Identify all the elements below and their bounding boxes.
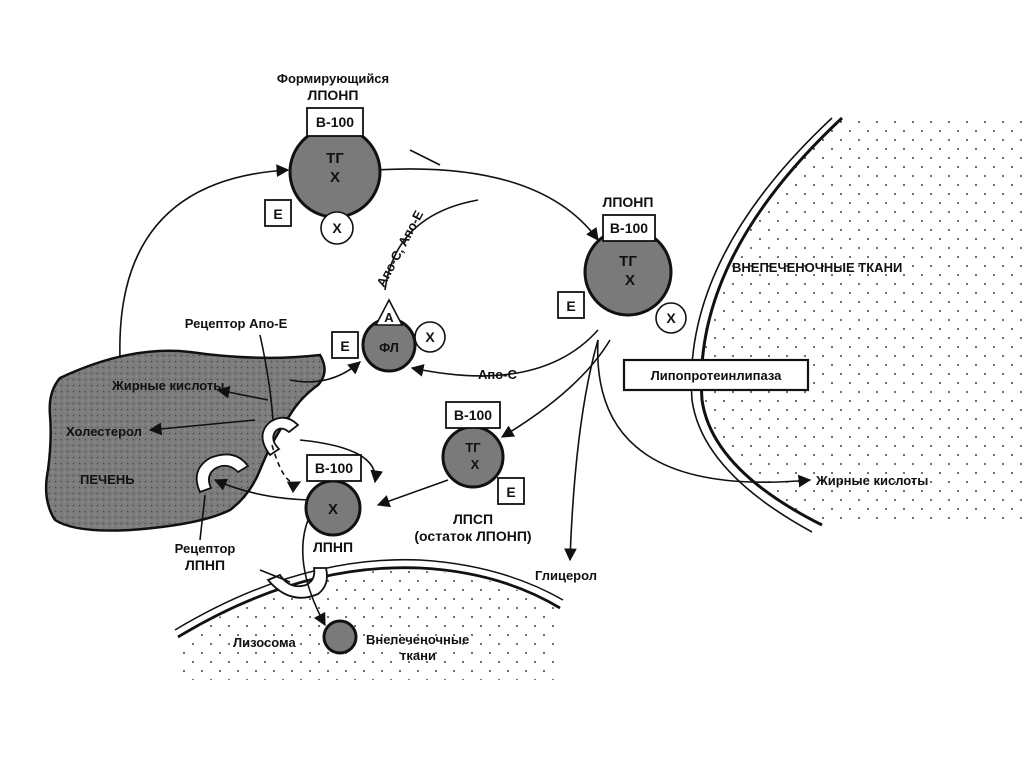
hdl-a-text: А: [384, 310, 394, 325]
nascent-vldl-particle: В-100 ТГ Х Е Х: [264, 107, 382, 245]
nascent-e-text: Е: [273, 206, 282, 222]
lysosome-ball: [322, 619, 358, 655]
idl-b100-text: В-100: [454, 407, 492, 423]
hdl-e-text: Е: [340, 338, 349, 354]
hdl-particle: А ФЛ Е Х: [331, 298, 446, 373]
idl-label-1: ЛПСП: [453, 511, 493, 527]
forming-vldl-label-1: Формирующийся: [277, 71, 389, 86]
lipoprotein-lipase-label: Липопротеинлипаза: [651, 368, 783, 383]
hdl-a-cap: [374, 298, 404, 326]
right-fatty-acids-label: Жирные кислоты: [815, 473, 928, 488]
idl-e-box: [497, 477, 525, 505]
nascent-x-circle: [320, 211, 354, 245]
extrahepatic-tissues-label: ВНЕПЕЧЕНОЧНЫЕ ТКАНИ: [732, 260, 902, 275]
nascent-tg-text: ТГ: [326, 150, 344, 167]
ldl-label: ЛПНП: [313, 539, 353, 555]
liver-fatty-acids-label: Жирные кислоты: [111, 378, 224, 393]
apo-c-label: Апо-С: [478, 367, 518, 382]
ldl-receptor-label-2: ЛПНП: [185, 557, 225, 573]
extrahepatic-tissue-large: [690, 116, 1024, 533]
ldl-receptor-shape-tissue: [266, 567, 328, 599]
idl-e-text: Е: [506, 484, 515, 500]
vldl-e-box: [557, 291, 585, 319]
idl-particle: В-100 ТГ Х Е: [441, 401, 525, 505]
nascent-b100-text: В-100: [316, 114, 354, 130]
ldl-x-text: Х: [328, 501, 338, 518]
nascent-b100-box: [306, 107, 364, 137]
liver: [44, 349, 326, 532]
idl-b100-box: [445, 401, 501, 429]
vldl-b100-box: [602, 214, 656, 242]
ldl-b100-text: В-100: [315, 460, 353, 476]
apo-e-receptor-label: Рецептор Апо-Е: [185, 316, 288, 331]
apo-c-apo-e-label: Апо-С, Апо-Е: [373, 208, 426, 290]
liver-label: ПЕЧЕНЬ: [80, 472, 135, 487]
vldl-e-text: Е: [566, 298, 575, 314]
vldl-x-text: Х: [625, 272, 635, 289]
hdl-e-box: [331, 331, 359, 359]
forming-vldl-label-2: ЛПОНП: [308, 87, 359, 103]
apo-e-receptor-shape: [261, 416, 300, 457]
ldl-receptor-label-1: Рецептор: [175, 541, 236, 556]
lipoprotein-lipase-box: [622, 358, 810, 392]
ldl-particle: В-100 Х: [304, 454, 362, 537]
vldl-tg-text: ТГ: [619, 253, 637, 270]
ldl-receptor-shape-liver: [195, 453, 250, 494]
idl-x-text: Х: [471, 457, 480, 472]
cholesterol-label: Холестерол: [66, 424, 142, 439]
extrahepatic-tissue-small: [174, 558, 564, 680]
vldl-b100-text: В-100: [610, 220, 648, 236]
glycerol-label: Глицерол: [535, 568, 597, 583]
ldl-b100-box: [306, 454, 362, 482]
vldl-x-small-text: Х: [666, 310, 676, 326]
vldl-label: ЛПОНП: [603, 194, 654, 210]
connectors: [119, 149, 812, 627]
extrahepatic-small-label-1: Внепеченочные: [366, 632, 469, 647]
hdl-x-circle: [414, 321, 446, 353]
vldl-x-circle: [655, 302, 687, 334]
idl-label-2: (остаток ЛПОНП): [414, 528, 531, 544]
hdl-x-small-text: Х: [425, 329, 435, 345]
vldl-particle: В-100 ТГ Х Е Х: [557, 214, 687, 334]
nascent-x-small-text: Х: [332, 220, 342, 236]
extrahepatic-small-label-2: ткани: [400, 648, 436, 663]
nascent-e-box: [264, 199, 292, 227]
hdl-fl-text: ФЛ: [379, 340, 399, 355]
lysosome-label: Лизосома: [233, 635, 296, 650]
idl-tg-text: ТГ: [465, 440, 481, 455]
nascent-x-text: Х: [330, 169, 340, 186]
